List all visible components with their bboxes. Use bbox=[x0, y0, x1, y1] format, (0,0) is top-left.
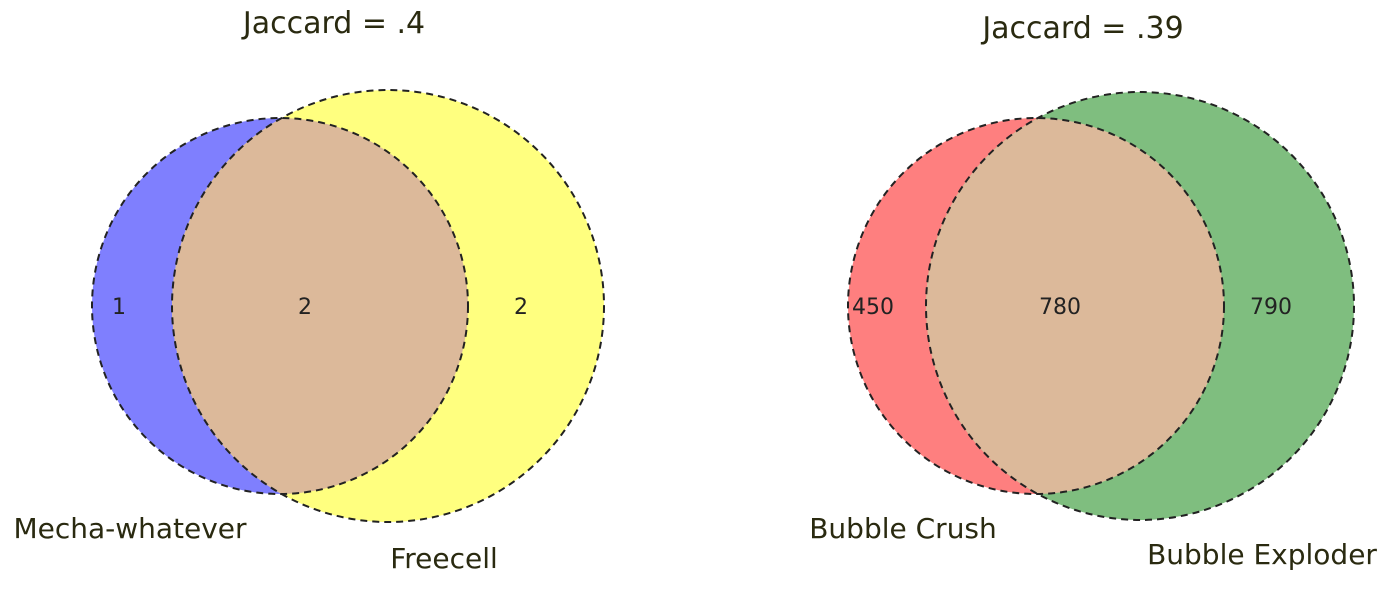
set-a-label: Mecha-whatever bbox=[13, 512, 247, 545]
set-b-only-count: 2 bbox=[514, 295, 528, 320]
set-a-only-count: 450 bbox=[852, 295, 894, 320]
venn-diagram-2: Jaccard = .39 450 780 790 Bubble Crush B… bbox=[809, 11, 1377, 571]
set-b-outline bbox=[171, 89, 605, 523]
venn-diagram-1: Jaccard = .4 1 2 2 Mecha-whatever Freece… bbox=[13, 6, 605, 575]
set-b-label: Bubble Exploder bbox=[1147, 538, 1377, 571]
set-b-only-count: 790 bbox=[1250, 295, 1292, 320]
set-b-label: Freecell bbox=[390, 542, 498, 575]
set-a-label: Bubble Crush bbox=[809, 512, 997, 545]
diagram-2-title: Jaccard = .39 bbox=[980, 11, 1183, 46]
overlap-count: 780 bbox=[1039, 295, 1081, 320]
set-a-only-count: 1 bbox=[112, 295, 126, 320]
set-b-outline bbox=[925, 91, 1355, 521]
overlap-region bbox=[172, 118, 468, 494]
overlap-count: 2 bbox=[298, 295, 312, 320]
set-a-outline bbox=[847, 117, 1225, 495]
overlap-region bbox=[926, 118, 1224, 494]
set-a-outline bbox=[91, 117, 469, 495]
diagram-1-title: Jaccard = .4 bbox=[241, 6, 425, 41]
